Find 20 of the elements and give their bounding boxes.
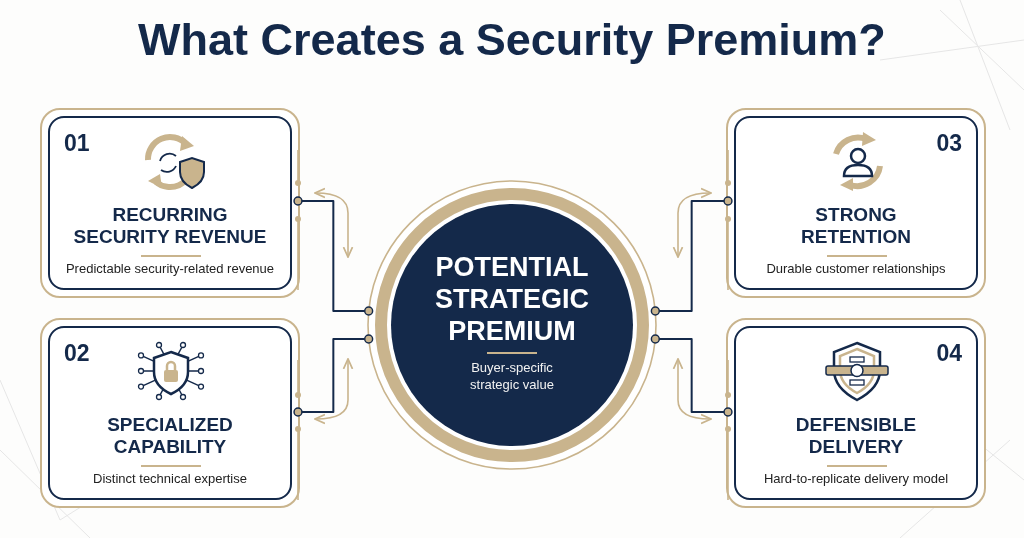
card-description: Predictable security-related revenue <box>64 261 276 276</box>
card-heading: RECURRING SECURITY REVENUE <box>72 204 268 248</box>
connector <box>293 334 374 417</box>
center-description: Buyer-specific strategic value <box>469 359 555 393</box>
center-heading: POTENTIAL STRATEGIC PREMIUM <box>434 251 590 347</box>
connector <box>650 196 733 316</box>
title: What Creates a Security Premium? <box>137 14 887 66</box>
card-heading: SPECIALIZED CAPABILITY <box>106 414 234 458</box>
step-number: 01 <box>64 130 90 157</box>
card-description: Distinct technical expertise <box>92 471 248 486</box>
step-number: 02 <box>64 340 90 367</box>
connector <box>293 196 374 316</box>
step-number: 03 <box>936 130 962 157</box>
card-heading: DEFENSIBLE DELIVERY <box>794 414 918 458</box>
card-description: Durable customer relationships <box>765 261 947 276</box>
center-circle <box>367 180 657 470</box>
card-description: Hard-to-replicate delivery model <box>762 471 950 486</box>
step-number: 04 <box>936 340 962 367</box>
connector <box>650 334 733 417</box>
card-heading: STRONG RETENTION <box>800 204 912 248</box>
